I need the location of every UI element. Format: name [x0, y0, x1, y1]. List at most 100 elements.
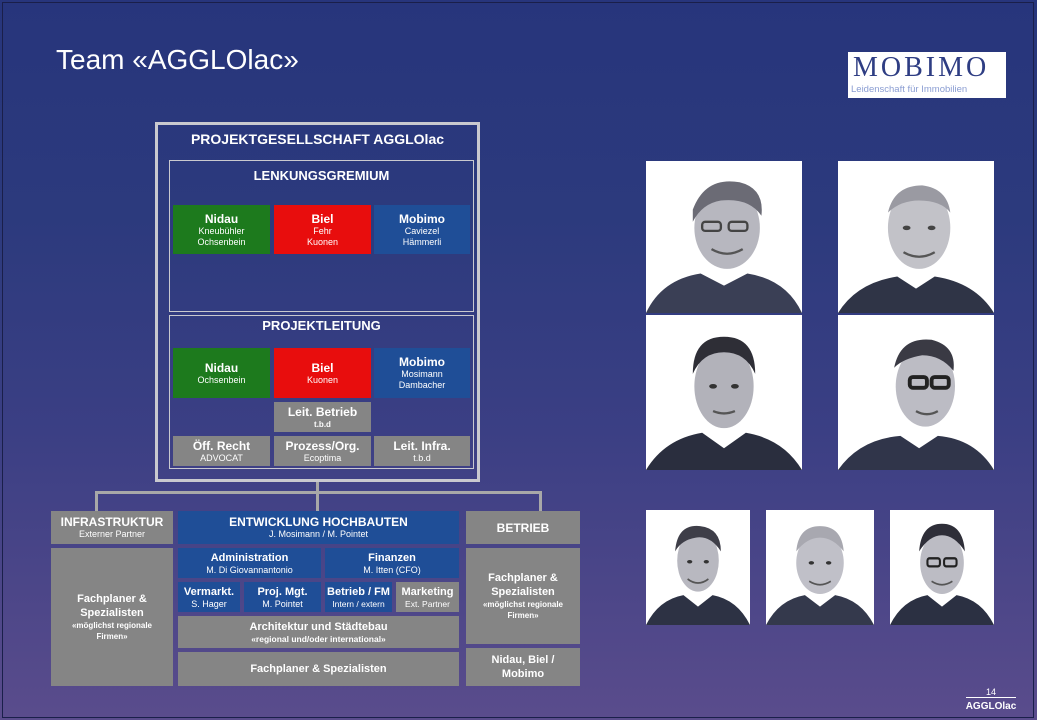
betrieb-fach-line: Spezialisten — [491, 586, 555, 598]
infrastruktur-note: Firmen» — [96, 632, 128, 641]
logo-tagline: Leidenschaft für Immobilien — [851, 84, 968, 95]
infrastruktur-title: INFRASTRUKTUR — [60, 515, 164, 529]
lenkung-biel-name: Biel — [311, 211, 334, 226]
betrieb-owners-line: Mobimo — [501, 668, 545, 680]
architektur-note: «regional und/oder international» — [251, 633, 386, 644]
pl-nidau-member: Ochsenbein — [197, 374, 246, 385]
projmgt-box: Proj. Mgt. M. Pointet — [244, 582, 321, 612]
lenkung-mobimo-box: Mobimo Caviezel Hämmerli — [374, 205, 470, 254]
betrieb-note: «möglichst regionale — [482, 600, 564, 609]
pl-oeff-recht-member: ADVOCAT — [200, 452, 243, 463]
pl-biel-name: Biel — [311, 360, 334, 375]
mobimo-logo: MOBIMO Leidenschaft für Immobilien — [848, 52, 1006, 98]
portrait-photo — [646, 161, 802, 313]
lenkung-biel-box: Biel Fehr Kuonen — [274, 205, 371, 254]
connector-center — [316, 491, 319, 511]
finanzen-box: Finanzen M. Itten (CFO) — [325, 548, 459, 578]
pl-oeff-recht-name: Öff. Recht — [192, 438, 251, 453]
pl-mobimo-member: Mosimann — [401, 369, 443, 379]
finanzen-member: M. Itten (CFO) — [363, 564, 421, 575]
connector-right — [539, 491, 542, 511]
pl-mobimo-member: Dambacher — [398, 380, 446, 390]
lenkung-nidau-member: Kneubühler — [198, 225, 245, 236]
pl-mobimo-box: Mobimo Mosimann Dambacher — [374, 348, 470, 398]
infrastruktur-fach-line: Fachplaner & — [77, 593, 147, 605]
pl-leit-infra-member: t.b.d — [413, 452, 431, 463]
page-number: 14 — [966, 687, 1016, 698]
lenkung-biel-member: Fehr — [313, 225, 332, 236]
marketing-box: Marketing Ext. Partner — [396, 582, 459, 612]
vermarkt-box: Vermarkt. S. Hager — [178, 582, 240, 612]
administration-member: M. Di Giovannantonio — [206, 564, 293, 575]
marketing-member: Ext. Partner — [405, 598, 450, 609]
betrieb-fm-box: Betrieb / FM Intern / extern — [325, 582, 392, 612]
vermarkt-member: S. Hager — [191, 598, 227, 609]
pl-prozess-name: Prozess/Org. — [285, 438, 360, 453]
pl-leit-infra-name: Leit. Infra. — [393, 438, 451, 453]
marketing-name: Marketing — [401, 585, 454, 598]
infrastruktur-sub: Externer Partner — [78, 529, 146, 539]
projmgt-member: M. Pointet — [262, 598, 303, 609]
lenkung-biel-member: Kuonen — [306, 236, 339, 247]
projektleitung-panel — [169, 315, 474, 469]
projmgt-name: Proj. Mgt. — [257, 585, 308, 598]
portrait-photo — [766, 510, 874, 625]
portrait-photo — [646, 510, 750, 625]
betrieb-fach-line: Fachplaner & — [488, 572, 558, 584]
betrieb-fachplaner-box: Fachplaner & Spezialisten «möglichst reg… — [466, 548, 580, 644]
pl-leit-betrieb-name: Leit. Betrieb — [287, 404, 358, 419]
pl-nidau-name: Nidau — [204, 360, 239, 375]
pl-oeff-recht-box: Öff. Recht ADVOCAT — [173, 436, 270, 466]
lenkungsgremium-panel — [169, 160, 474, 312]
betrieb-fm-member: Intern / extern — [332, 598, 385, 609]
lenkung-mobimo-name: Mobimo — [399, 211, 445, 226]
betrieb-note: Firmen» — [507, 611, 539, 620]
infrastruktur-box: INFRASTRUKTUR Externer Partner — [51, 511, 173, 544]
pl-mobimo-name: Mobimo — [399, 355, 445, 369]
betrieb-owners-box: Nidau, Biel / Mobimo — [466, 648, 580, 686]
portrait-photo — [890, 510, 994, 625]
lenkung-mobimo-member: Caviezel — [404, 225, 440, 236]
fachplaner-label: Fachplaner & Spezialisten — [250, 663, 387, 675]
administration-box: Administration M. Di Giovannantonio — [178, 548, 321, 578]
pl-leit-infra-box: Leit. Infra. t.b.d — [374, 436, 470, 466]
entwicklung-box: ENTWICKLUNG HOCHBAUTEN J. Mosimann / M. … — [178, 511, 459, 544]
slide-title: Team «AGGLOlac» — [56, 44, 299, 75]
vermarkt-name: Vermarkt. — [183, 585, 235, 598]
architektur-name: Architektur und Städtebau — [249, 620, 388, 633]
entwicklung-sub: J. Mosimann / M. Pointet — [268, 529, 369, 539]
lenkungsgremium-title: LENKUNGSGREMIUM — [253, 168, 390, 183]
projektgesellschaft-title: PROJEKTGESELLSCHAFT AGGLOlac — [190, 131, 445, 147]
projektgesellschaft-box — [155, 122, 480, 482]
finanzen-name: Finanzen — [368, 551, 416, 564]
pl-leit-betrieb-member: t.b.d — [314, 419, 331, 429]
lenkung-mobimo-member: Hämmerli — [402, 236, 442, 247]
portrait-photo — [646, 315, 802, 470]
betrieb-fm-name: Betrieb / FM — [327, 585, 390, 598]
projektleitung-title: PROJEKTLEITUNG — [262, 318, 381, 333]
infrastruktur-fach-line: Spezialisten — [80, 607, 144, 619]
pl-leit-betrieb-box: Leit. Betrieb t.b.d — [274, 402, 371, 432]
entwicklung-title: ENTWICKLUNG HOCHBAUTEN — [229, 515, 408, 529]
betrieb-title: BETRIEB — [496, 520, 550, 535]
architektur-box: Architektur und Städtebau «regional und/… — [178, 616, 459, 648]
pl-biel-box: Biel Kuonen — [274, 348, 371, 398]
lenkung-nidau-name: Nidau — [204, 211, 239, 226]
administration-name: Administration — [210, 551, 289, 564]
infrastruktur-note: «möglichst regionale — [71, 621, 153, 630]
pl-prozess-box: Prozess/Org. Ecoptima — [274, 436, 371, 466]
lenkung-nidau-member: Ochsenbein — [197, 236, 246, 247]
logo-wordmark: MOBIMO — [853, 52, 990, 83]
footer-name: AGGLOlac — [965, 701, 1017, 712]
pl-nidau-box: Nidau Ochsenbein — [173, 348, 270, 398]
betrieb-box: BETRIEB — [466, 511, 580, 544]
connector-left — [95, 491, 98, 511]
lenkung-nidau-box: Nidau Kneubühler Ochsenbein — [173, 205, 270, 254]
fachplaner-box: Fachplaner & Spezialisten — [178, 652, 459, 686]
betrieb-owners-line: Nidau, Biel / — [491, 654, 555, 666]
pl-prozess-member: Ecoptima — [303, 452, 342, 463]
pl-biel-member: Kuonen — [306, 374, 339, 385]
connector-trunk — [316, 482, 319, 492]
portrait-photo — [838, 161, 994, 313]
portrait-photo — [838, 315, 994, 470]
